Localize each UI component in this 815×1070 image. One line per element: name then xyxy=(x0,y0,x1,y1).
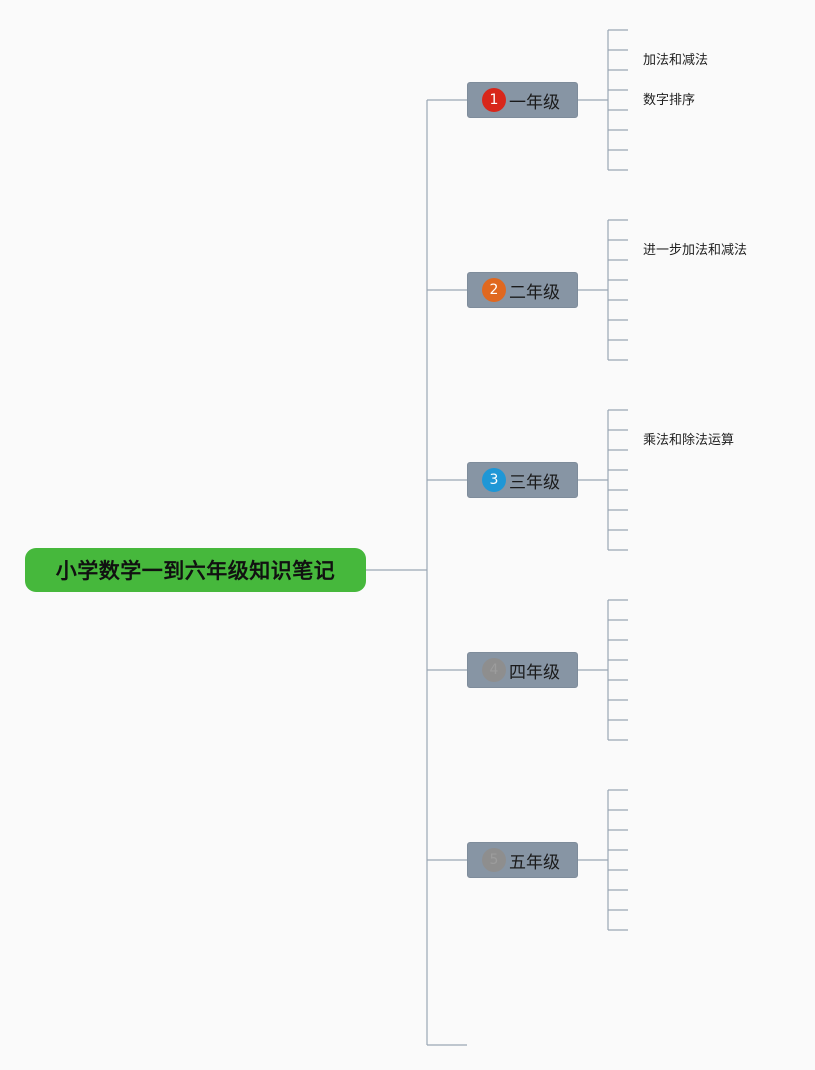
badge-2-icon: 2 xyxy=(482,278,506,302)
badge-1-icon: 1 xyxy=(482,88,506,112)
grade-node-3[interactable]: 3 三年级 xyxy=(467,462,578,498)
topic-label[interactable]: 数字排序 xyxy=(643,93,696,108)
grade-label-2: 二年级 xyxy=(509,282,560,303)
badge-3-icon: 3 xyxy=(482,468,506,492)
grade-node-5[interactable]: 5 五年级 xyxy=(467,842,578,878)
grade-label-3: 三年级 xyxy=(509,472,560,493)
badge-5-icon: 5 xyxy=(482,848,506,872)
badge-4-icon: 4 xyxy=(482,658,506,682)
topic-label[interactable]: 加法和减法 xyxy=(643,53,709,68)
grade-label-1: 一年级 xyxy=(509,92,560,113)
grade-node-1[interactable]: 1 一年级 xyxy=(467,82,578,118)
root-title: 小学数学一到六年级知识笔记 xyxy=(55,559,336,583)
topic-label[interactable]: 进一步加法和减法 xyxy=(643,243,748,258)
root-node[interactable]: 小学数学一到六年级知识笔记 xyxy=(25,548,366,592)
grade-node-4[interactable]: 4 四年级 xyxy=(467,652,578,688)
grade-label-4: 四年级 xyxy=(509,662,560,683)
grade-node-2[interactable]: 2 二年级 xyxy=(467,272,578,308)
topic-label[interactable]: 乘法和除法运算 xyxy=(643,433,735,448)
grade-label-5: 五年级 xyxy=(509,852,560,873)
